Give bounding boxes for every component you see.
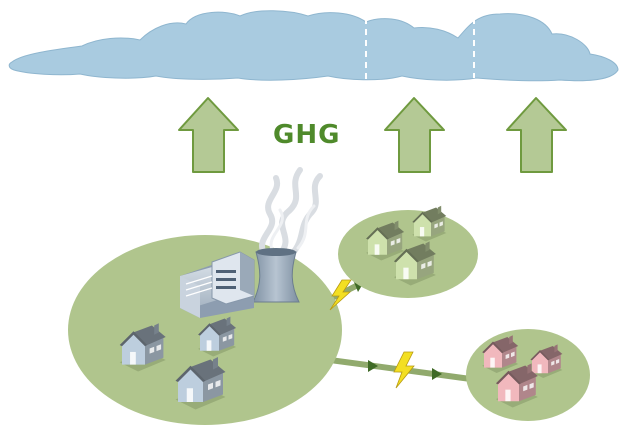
house-icon xyxy=(530,344,563,378)
power-line-arrow xyxy=(432,368,442,380)
power-line-arrow xyxy=(368,360,378,372)
smoke-icon xyxy=(259,167,323,259)
ghg-label: GHG xyxy=(273,120,340,150)
up-arrow-icon xyxy=(506,97,567,173)
power-plant-icon xyxy=(180,248,300,318)
electricity xyxy=(329,279,415,389)
lightning-bolt-icon xyxy=(393,351,415,389)
house-icon xyxy=(366,220,405,261)
house-icon xyxy=(175,357,226,410)
up-arrow-icon xyxy=(178,97,239,173)
lightning-bolt-icon xyxy=(329,279,352,311)
house-icon xyxy=(495,363,538,408)
cooling-tower-icon xyxy=(252,251,300,303)
house-icon xyxy=(119,323,166,372)
house-icon xyxy=(412,205,447,242)
greenhouse-gas-cloud xyxy=(8,10,619,82)
house-icon xyxy=(393,241,436,286)
cloud-icon xyxy=(8,10,619,82)
houses xyxy=(119,205,563,410)
up-arrow-icon xyxy=(384,97,445,173)
emission-arrows xyxy=(178,97,567,173)
house-icon xyxy=(482,335,519,373)
house-icon xyxy=(198,316,237,357)
